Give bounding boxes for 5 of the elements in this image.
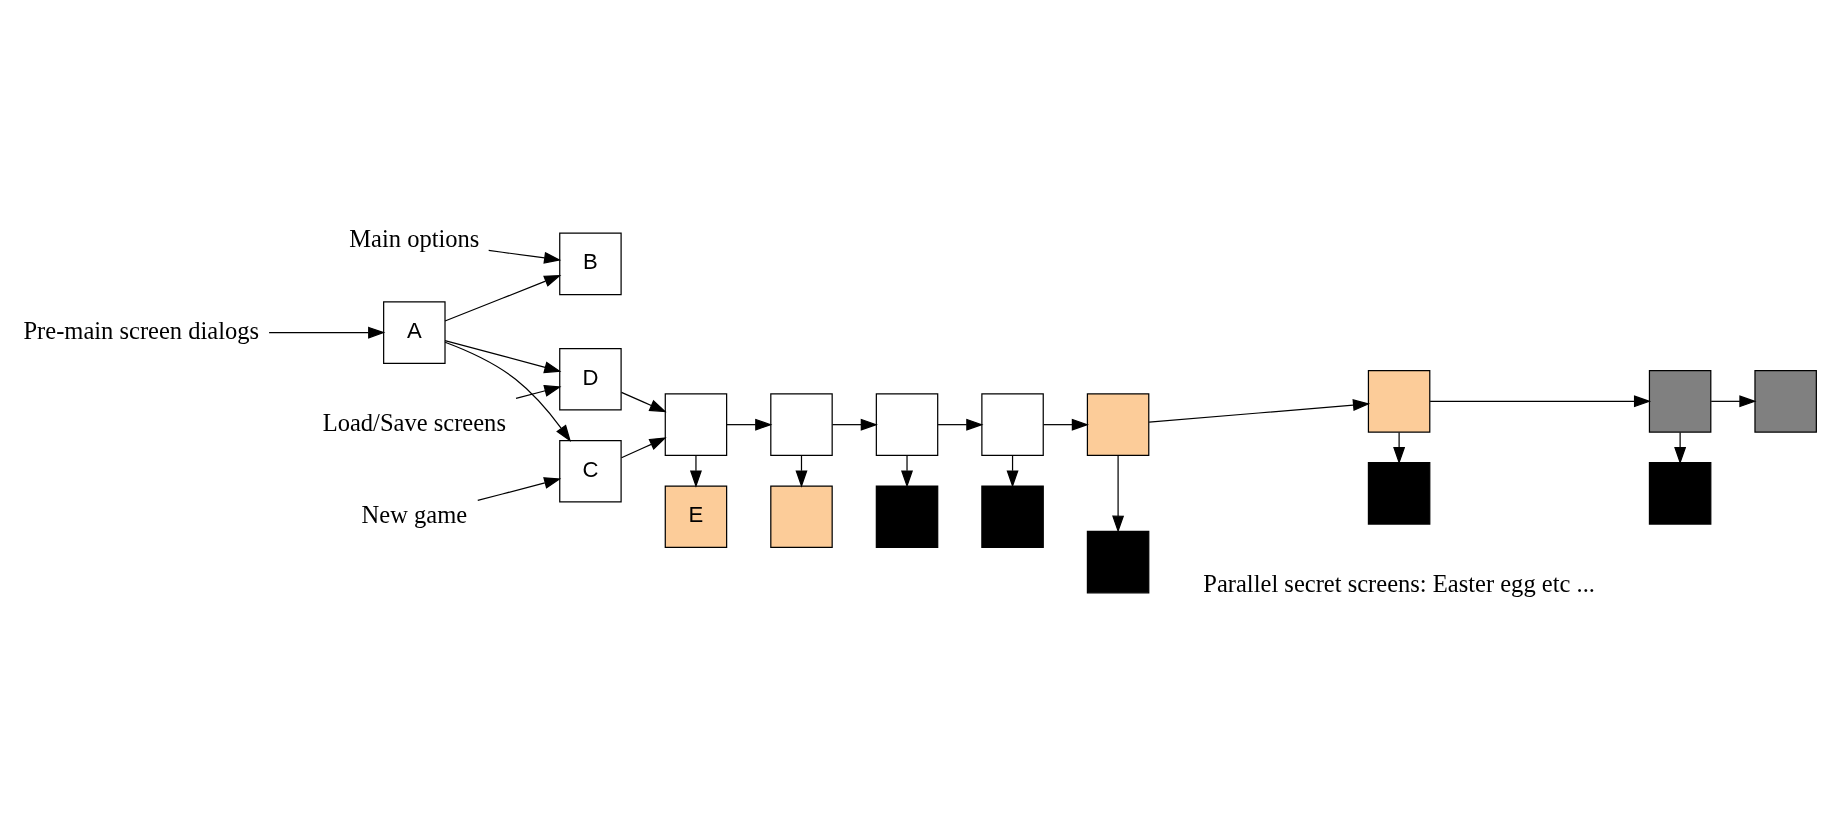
node-text: New game <box>361 500 468 528</box>
node-text: Main options <box>349 224 480 252</box>
node-text: Pre-main screen dialogs <box>23 316 260 344</box>
label: Parallel secret screens: Easter egg etc ... <box>1203 569 1595 597</box>
node-text: Load/Save screens <box>322 408 506 436</box>
